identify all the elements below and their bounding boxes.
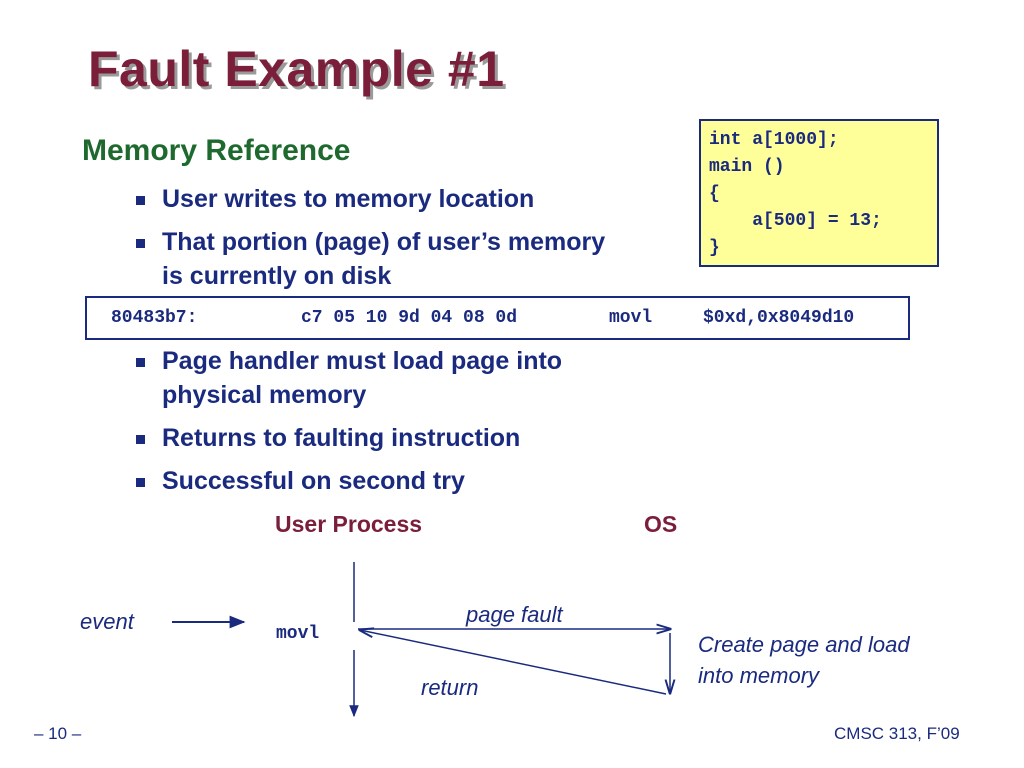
page-number: – 10 – [34, 724, 82, 743]
bullet-item: That portion (page) of user’s memory [136, 225, 605, 259]
c-code-box: int a[1000]; main () { a[500] = 13;} [699, 119, 939, 267]
bullet-item: User writes to memory location [136, 182, 534, 216]
code-line: main () [709, 157, 785, 177]
slide-title: Fault Example #1 [88, 41, 505, 97]
code-line: { [709, 184, 720, 204]
bullet-continuation: physical memory [162, 381, 367, 409]
course-label: CMSC 313, F’09 [834, 724, 960, 743]
bullet-continuation: is currently on disk [162, 262, 392, 290]
event-label: event [80, 609, 134, 634]
return-arrow [360, 630, 667, 695]
code-line: } [709, 238, 720, 258]
asm-address: 80483b7: [111, 308, 198, 328]
bullet-square-icon [136, 435, 145, 444]
bullet-square-icon [136, 239, 145, 248]
user-process-label: User Process [275, 511, 423, 537]
assembly-box: 80483b7: c7 05 10 9d 04 08 0d movl $0xd,… [85, 296, 910, 340]
bullet-item: Successful on second try [136, 464, 465, 498]
code-line: a[500] = 13; [709, 211, 882, 231]
return-label: return [421, 675, 479, 700]
bullet-square-icon [136, 196, 145, 205]
create-page-label-line1: Create page and load [698, 632, 910, 657]
asm-mnemonic: movl [609, 308, 653, 328]
create-page-label-line2: into memory [698, 663, 820, 688]
bullet-item: Returns to faulting instruction [136, 421, 520, 455]
asm-operands: $0xd,0x8049d10 [703, 308, 855, 328]
section-heading: Memory Reference [82, 134, 351, 167]
bullet-square-icon [136, 358, 145, 367]
code-line: int a[1000]; [709, 130, 839, 150]
bullet-item: Page handler must load page into [136, 344, 562, 378]
os-label: OS [644, 511, 678, 537]
asm-bytes: c7 05 10 9d 04 08 0d [301, 308, 518, 328]
movl-label: movl [276, 624, 320, 644]
page-fault-label: page fault [466, 602, 563, 627]
bullet-square-icon [136, 478, 145, 487]
